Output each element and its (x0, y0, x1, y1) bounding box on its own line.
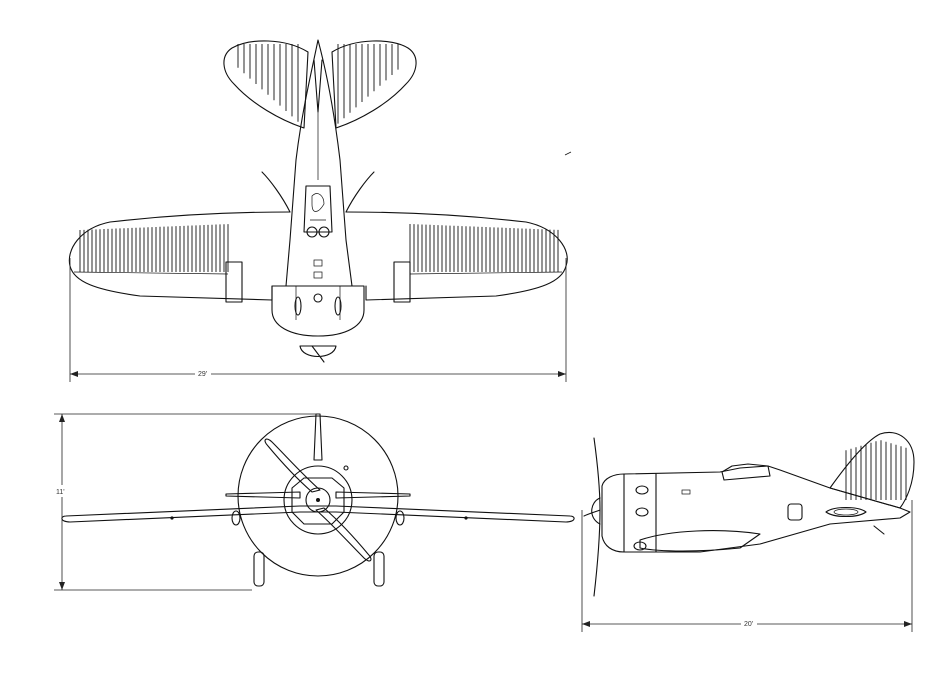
front-wing (61, 505, 575, 523)
wing-root-fillets (261, 171, 375, 213)
gear-door-right (395, 510, 405, 526)
right-horizontal-stabilizer (331, 40, 417, 129)
side-exhaust-1 (635, 485, 649, 495)
side-exhaust-2 (635, 507, 649, 517)
length-arrow-left (582, 621, 590, 627)
exhaust-left (294, 296, 302, 316)
stray-mark (564, 151, 572, 156)
front-horizontal-stab (225, 491, 411, 499)
exhaust-right (334, 296, 342, 316)
wingspan-arrow-right (558, 371, 566, 377)
cowling-front (283, 465, 353, 535)
stab-inner (833, 508, 859, 516)
front-vertical-fin (313, 413, 323, 461)
left-gear-bay (225, 261, 243, 303)
length-arrow-right (904, 621, 912, 627)
wing-ribs (79, 224, 559, 272)
left-horizontal-stabilizer (223, 40, 309, 129)
side-tail-fin (829, 432, 915, 509)
front-view: 11' (54, 413, 575, 591)
stabilizer-ribs (237, 44, 399, 124)
side-view: 20' (581, 432, 915, 632)
left-aileron-line (73, 271, 229, 275)
fuselage-hatch-1 (313, 259, 323, 267)
spinner-top (299, 345, 337, 363)
side-marking (681, 489, 691, 495)
side-fuselage (601, 465, 911, 553)
cockpit-circle-right (318, 226, 330, 238)
cockpit-circle-left (306, 226, 318, 238)
prop-spinner-dot (316, 498, 320, 502)
side-horizontal-stab (825, 506, 867, 518)
engine-cylinders (291, 477, 345, 525)
landing-gear-right (373, 551, 385, 587)
cowling (271, 285, 365, 337)
side-exhaust-3 (633, 541, 647, 551)
wingspan-label: 29' (198, 371, 207, 378)
tail-ribs (845, 440, 907, 500)
front-antenna (343, 465, 349, 471)
top-view: 29' (68, 39, 572, 382)
side-wing (639, 530, 761, 552)
landing-gear-left (253, 551, 265, 587)
fuselage-hatch-2 (313, 271, 323, 279)
prop-blade-upper (264, 438, 321, 493)
cockpit-frame (310, 193, 326, 221)
side-propeller (583, 437, 601, 597)
wing-light-left (170, 516, 174, 520)
prop-blade-lower (315, 507, 372, 562)
side-canopy (721, 463, 771, 481)
gear-door-left (231, 510, 241, 526)
right-gear-bay (393, 261, 411, 303)
cowl-vent (313, 293, 323, 303)
side-window (787, 503, 803, 521)
wing-light-right (464, 516, 468, 520)
cockpit-canopy (303, 185, 333, 233)
height-label: 11' (56, 489, 65, 496)
side-spinner (591, 497, 601, 525)
fuselage-outline (285, 39, 353, 287)
wingspan-arrow-left (70, 371, 78, 377)
tail-wheel (873, 525, 885, 535)
height-arrow-top (59, 414, 65, 422)
right-aileron-line (409, 271, 563, 275)
length-label: 20' (744, 621, 753, 628)
height-arrow-bottom (59, 582, 65, 590)
tail-fin (313, 59, 323, 113)
